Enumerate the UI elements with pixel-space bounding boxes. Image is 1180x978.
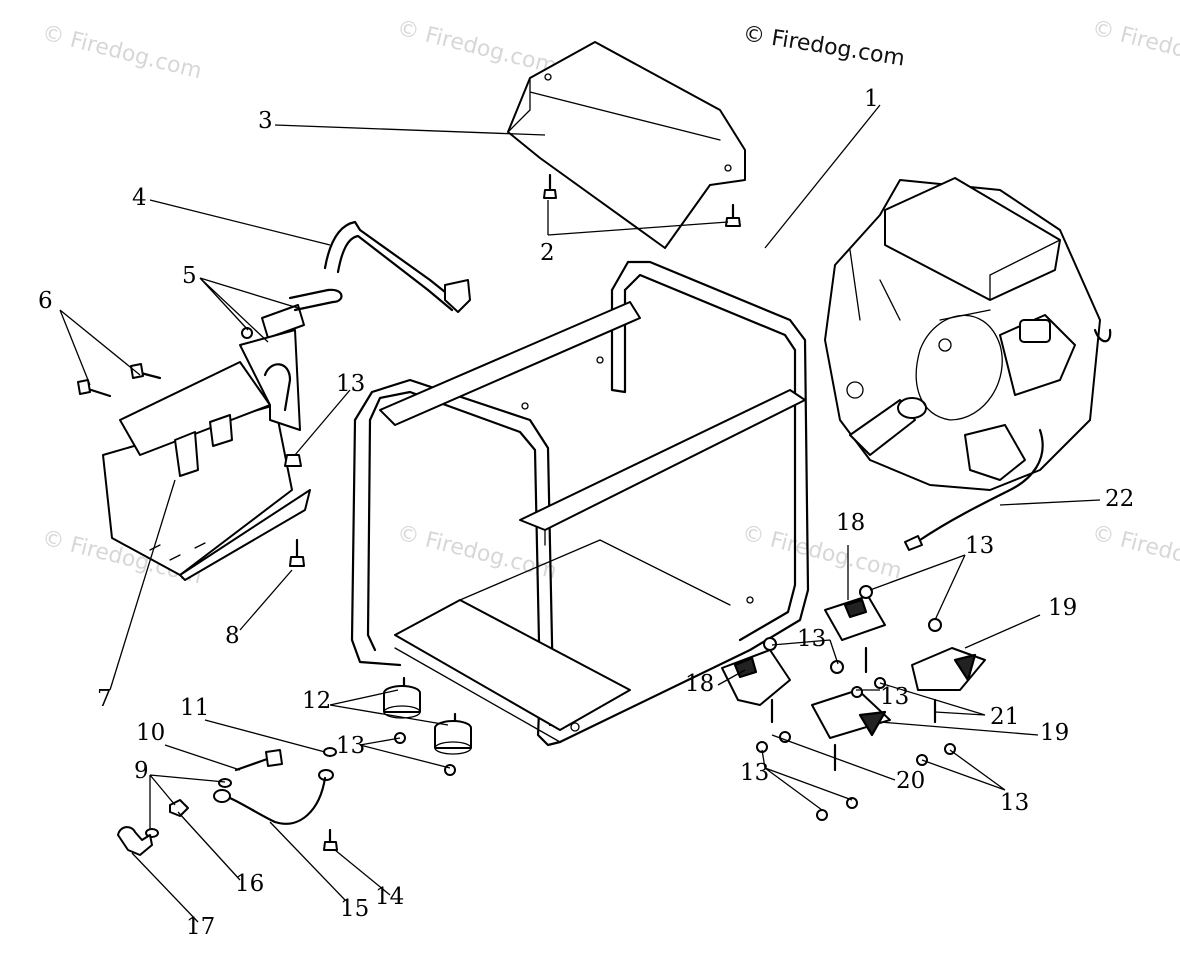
callout-13-lower-center: 13	[740, 760, 770, 786]
callout-7: 7	[97, 686, 112, 712]
callout-13-box: 13	[336, 371, 366, 397]
callout-19-lower: 19	[1040, 720, 1070, 746]
callout-13-upper-right: 13	[965, 533, 995, 559]
callout-20: 20	[896, 768, 926, 794]
part-box-screws	[77, 363, 162, 398]
callout-12: 12	[302, 688, 332, 714]
callout-15: 15	[340, 896, 370, 922]
callout-8: 8	[225, 623, 240, 649]
callout-11: 11	[180, 695, 210, 721]
callout-9: 9	[134, 758, 149, 784]
part-frame	[350, 260, 810, 747]
leader-lines	[59, 104, 1101, 923]
callout-22: 22	[1105, 486, 1135, 512]
callout-16: 16	[235, 871, 265, 897]
part-ground-cable	[117, 747, 338, 856]
callout-18-upper: 18	[836, 510, 866, 536]
callout-5: 5	[182, 263, 197, 289]
part-engine	[824, 177, 1112, 491]
part-ground-wire	[904, 428, 1044, 551]
callout-21: 21	[990, 704, 1020, 730]
callout-3: 3	[258, 108, 273, 134]
callout-2: 2	[540, 240, 555, 266]
callout-4: 4	[132, 185, 147, 211]
callout-13-center: 13	[797, 626, 827, 652]
part-control-box	[102, 329, 311, 581]
callout-19-upper: 19	[1048, 595, 1078, 621]
callout-18-lower: 18	[685, 671, 715, 697]
callout-1: 1	[864, 86, 879, 112]
callout-10: 10	[136, 720, 166, 746]
callout-13-lower-right: 13	[1000, 790, 1030, 816]
part-engine-mounts	[721, 585, 986, 821]
part-cover-screws	[543, 173, 741, 227]
callout-6: 6	[38, 288, 53, 314]
callout-17: 17	[186, 914, 216, 940]
part-rubber-mounts	[383, 676, 472, 776]
callout-14: 14	[375, 884, 405, 910]
callout-13-lower-left: 13	[336, 733, 366, 759]
part-handle-bar	[323, 220, 471, 313]
part-top-cover	[507, 41, 746, 249]
callout-13-mid: 13	[880, 684, 910, 710]
